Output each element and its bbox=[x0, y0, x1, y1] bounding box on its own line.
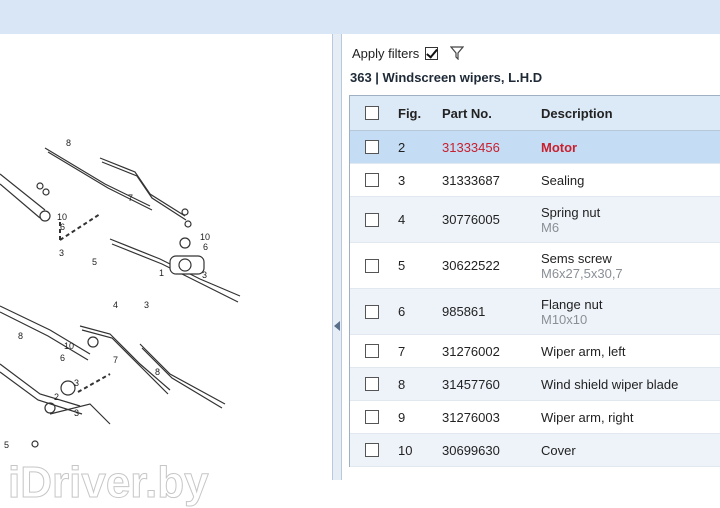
description-text: Spring nut bbox=[541, 204, 601, 220]
col-header-fig[interactable]: Fig. bbox=[398, 105, 422, 121]
description-text: Sealing bbox=[541, 172, 585, 188]
part-number-cell: 985861 bbox=[442, 304, 486, 319]
fig-cell: 7 bbox=[398, 343, 406, 359]
collapse-arrow-icon[interactable] bbox=[334, 321, 340, 331]
row-checkbox[interactable] bbox=[365, 377, 379, 391]
svg-text:7: 7 bbox=[128, 193, 133, 203]
description-text: Motor bbox=[541, 139, 578, 155]
part-number-cell: 31276003 bbox=[442, 409, 500, 425]
fig-cell: 6 bbox=[398, 304, 406, 319]
row-checkbox[interactable] bbox=[365, 258, 379, 273]
row-checkbox[interactable] bbox=[365, 212, 379, 227]
fig-cell: 3 bbox=[398, 172, 406, 188]
apply-filters-label: Apply filters bbox=[352, 45, 420, 61]
svg-text:3: 3 bbox=[202, 270, 207, 280]
col-header-description[interactable]: Description bbox=[541, 105, 613, 121]
diagram-pane: 8 7 10 6 10 6 3 5 1 3 4 3 8 10 6 7 8 2 3… bbox=[0, 34, 332, 508]
svg-text:3: 3 bbox=[74, 378, 79, 388]
part-number-cell: 31276002 bbox=[442, 343, 500, 359]
svg-text:6: 6 bbox=[60, 353, 65, 363]
svg-text:10: 10 bbox=[200, 232, 210, 242]
filter-bar: Apply filters bbox=[352, 43, 465, 63]
row-checkbox[interactable] bbox=[365, 173, 379, 187]
description-detail: M10x10 bbox=[541, 311, 588, 327]
part-number-cell: 31457760 bbox=[442, 376, 500, 392]
svg-text:1: 1 bbox=[159, 268, 164, 278]
description-cell: Cover bbox=[541, 443, 720, 458]
fig-cell: 8 bbox=[398, 376, 406, 392]
row-checkbox[interactable] bbox=[365, 410, 379, 424]
row-checkbox[interactable] bbox=[365, 443, 379, 457]
part-number-cell: 30776005 bbox=[442, 212, 500, 227]
select-all-checkbox[interactable] bbox=[365, 106, 379, 120]
table-row[interactable]: 9 31276003 Wiper arm, right bbox=[350, 401, 720, 434]
pane-splitter[interactable] bbox=[332, 34, 342, 480]
description-text: Sems screw bbox=[541, 250, 612, 266]
description-text: Cover bbox=[541, 442, 576, 458]
apply-filters-checkbox[interactable] bbox=[425, 46, 439, 60]
parts-pane: Apply filters 363 | Windscreen wipers, L… bbox=[342, 34, 720, 480]
row-checkbox[interactable] bbox=[365, 344, 379, 358]
description-text: Wiper arm, right bbox=[541, 409, 634, 425]
svg-text:3: 3 bbox=[59, 248, 64, 258]
svg-text:8: 8 bbox=[155, 367, 160, 377]
col-header-part-no[interactable]: Part No. bbox=[442, 105, 492, 121]
svg-text:10: 10 bbox=[57, 212, 67, 222]
svg-text:6: 6 bbox=[60, 222, 65, 232]
description-text: Wind shield wiper blade bbox=[541, 376, 679, 392]
part-number-cell: 30622522 bbox=[442, 258, 500, 273]
motor-shape bbox=[169, 255, 205, 275]
svg-text:3: 3 bbox=[144, 300, 149, 310]
table-row[interactable]: 3 31333687 Sealing bbox=[350, 164, 720, 197]
callout-label: 8 bbox=[66, 138, 71, 148]
section-title: 363 | Windscreen wipers, L.H.D bbox=[350, 70, 543, 85]
description-detail: M6 bbox=[541, 219, 560, 235]
part-number-cell: 30699630 bbox=[442, 442, 500, 458]
exploded-parts-diagram: 8 7 10 6 10 6 3 5 1 3 4 3 8 10 6 7 8 2 3… bbox=[0, 138, 241, 450]
description-cell: Motor bbox=[541, 140, 720, 155]
table-row[interactable]: 2 31333456 Motor bbox=[350, 131, 720, 164]
fig-cell: 10 bbox=[398, 442, 413, 458]
table-row[interactable]: 7 31276002 Wiper arm, left bbox=[350, 335, 720, 368]
part-number-cell: 31333456 bbox=[442, 139, 500, 155]
table-row[interactable]: 8 31457760 Wind shield wiper blade bbox=[350, 368, 720, 401]
description-cell: Wind shield wiper blade bbox=[541, 377, 720, 392]
svg-text:4: 4 bbox=[113, 300, 118, 310]
row-checkbox[interactable] bbox=[365, 304, 379, 319]
svg-text:10: 10 bbox=[64, 341, 74, 351]
svg-text:7: 7 bbox=[113, 355, 118, 365]
fig-cell: 2 bbox=[398, 139, 406, 155]
wiper-arm-line bbox=[99, 157, 186, 217]
table-row[interactable]: 10 30699630 Cover bbox=[350, 434, 720, 467]
description-detail: M6x27,5x30,7 bbox=[541, 265, 623, 281]
description-cell: Wiper arm, left bbox=[541, 344, 720, 359]
svg-text:2: 2 bbox=[54, 392, 59, 402]
svg-text:5: 5 bbox=[92, 257, 97, 267]
svg-text:3: 3 bbox=[74, 408, 79, 418]
description-cell: Sealing bbox=[541, 173, 720, 188]
fig-cell: 9 bbox=[398, 409, 406, 425]
fig-cell: 5 bbox=[398, 258, 406, 273]
svg-text:8: 8 bbox=[18, 331, 23, 341]
svg-text:6: 6 bbox=[203, 242, 208, 252]
fig-cell: 4 bbox=[398, 212, 406, 227]
part-number-cell: 31333687 bbox=[442, 172, 500, 188]
funnel-icon[interactable] bbox=[450, 46, 465, 60]
top-bar bbox=[0, 0, 720, 34]
wiper-blade-line bbox=[44, 147, 151, 207]
parts-table: Fig. Part No. Description 2 31333456 Motor… bbox=[349, 95, 720, 467]
description-text: Wiper arm, left bbox=[541, 343, 626, 359]
svg-text:5: 5 bbox=[4, 440, 9, 450]
table-header: Fig. Part No. Description bbox=[350, 96, 720, 131]
description-cell: Wiper arm, right bbox=[541, 410, 720, 425]
watermark-logo: iDriver.by bbox=[8, 458, 210, 508]
row-checkbox[interactable] bbox=[365, 140, 379, 154]
description-text: Flange nut bbox=[541, 296, 603, 312]
